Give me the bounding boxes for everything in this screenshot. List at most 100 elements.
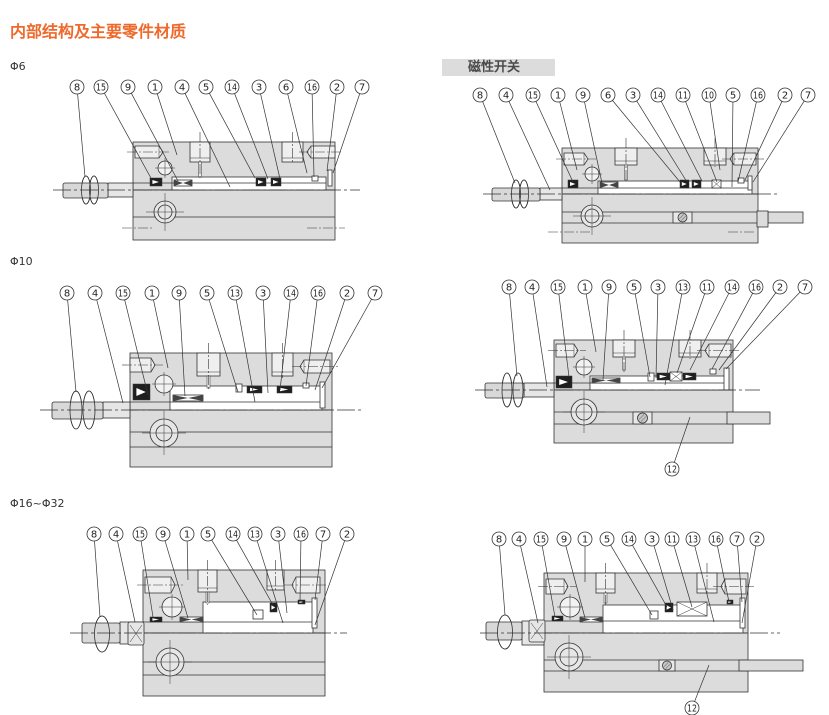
callout-circle (147, 79, 163, 95)
leader-line (689, 293, 730, 371)
leader-line (558, 293, 570, 378)
callout-part-15: 15 (132, 526, 148, 542)
callout-part-9: 9 (575, 87, 591, 103)
callout-circle (511, 531, 527, 547)
callout-circle (367, 285, 383, 301)
callout-part-12: 12 (664, 461, 680, 477)
hatch-line (680, 215, 686, 221)
seal-profile (136, 388, 146, 396)
leader-line (585, 293, 597, 353)
callout-circle (650, 87, 666, 103)
callout-circle (575, 87, 591, 103)
callout-circle (525, 87, 541, 103)
callout-number: 5 (205, 530, 211, 541)
callout-part-3: 3 (270, 526, 286, 542)
leader-line (94, 540, 101, 618)
callout-part-6: 6 (600, 87, 616, 103)
leader-line (509, 293, 518, 377)
callout-circle (198, 79, 214, 95)
gasket (235, 383, 243, 393)
callout-number: 14 (228, 530, 238, 541)
wear-ring-profile (592, 378, 606, 383)
callout-circle (664, 461, 680, 477)
hatch-line (665, 663, 671, 669)
callout-circle (86, 526, 102, 542)
callout-number: 11 (678, 91, 688, 102)
leader-line (636, 100, 688, 183)
leader-line (153, 299, 169, 369)
callout-number: 14 (727, 283, 737, 294)
callout-circle (224, 79, 240, 95)
callout-part-4: 4 (511, 531, 527, 547)
callout-circle (577, 531, 593, 547)
leader-line (96, 299, 124, 404)
callout-circle (749, 531, 765, 547)
callout-number: 15 (96, 83, 106, 94)
callout-circle (650, 279, 666, 295)
callout-number: 7 (359, 83, 365, 94)
callout-circle (701, 87, 717, 103)
callout-circle (550, 279, 566, 295)
seal-profile (152, 180, 159, 184)
callout-circle (644, 531, 660, 547)
leader-line (332, 93, 361, 174)
callout-number: 3 (655, 283, 661, 294)
leader-line (234, 93, 269, 180)
callout-part-13: 13 (247, 526, 263, 542)
callout-number: 2 (344, 530, 350, 541)
hatch-line (663, 662, 669, 668)
callout-number: 1 (184, 530, 190, 541)
leader-line (731, 101, 734, 188)
seal-profile (659, 374, 667, 379)
callout-part-14: 14 (224, 79, 240, 95)
leader-line (752, 100, 805, 183)
leader-line (673, 545, 693, 608)
callout-number: 4 (113, 530, 119, 541)
callout-circle (724, 279, 740, 295)
callout-part-8: 8 (69, 79, 85, 95)
gasket (311, 175, 319, 182)
leader-line (660, 101, 703, 182)
callout-number: 15 (135, 530, 145, 541)
callout-part-5: 5 (599, 531, 615, 547)
wear-ring-profile (180, 617, 192, 622)
callout-part-1: 1 (577, 531, 593, 547)
callout-number: 11 (667, 535, 677, 546)
callout-part-1: 1 (144, 285, 160, 301)
rod-end-nut (51, 401, 104, 420)
leader-line (717, 545, 730, 603)
callout-number: 4 (516, 535, 522, 546)
wear-ring-profile (580, 617, 591, 622)
callout-number: 1 (555, 91, 561, 102)
callout-circle (472, 87, 488, 103)
leader-line (676, 293, 706, 374)
leader-line (711, 293, 753, 370)
callout-part-5: 5 (626, 279, 642, 295)
callout-part-7: 7 (354, 79, 370, 95)
magnetic-switch-screw-icon (662, 660, 672, 671)
callout-part-3: 3 (251, 79, 267, 95)
callout-number: 5 (730, 91, 736, 102)
callout-number: 16 (711, 535, 721, 546)
seal-profile (258, 180, 264, 184)
callout-part-15: 15 (93, 79, 109, 95)
wear-ring-profile (191, 617, 203, 622)
callout-part-16: 16 (304, 79, 320, 95)
wear-ring-profile (591, 617, 602, 622)
callout-number: 1 (582, 283, 588, 294)
leader-line (737, 545, 743, 603)
callout-part-4: 4 (87, 285, 103, 301)
leader-line (130, 93, 179, 182)
leader-line (262, 299, 269, 394)
callout-number: 4 (529, 283, 535, 294)
callout-number: 15 (536, 535, 546, 546)
callout-circle (772, 279, 788, 295)
leader-line (612, 100, 681, 183)
callout-circle (600, 87, 616, 103)
leader-line (653, 545, 674, 611)
gasket (252, 609, 264, 620)
leader-line (499, 545, 506, 616)
